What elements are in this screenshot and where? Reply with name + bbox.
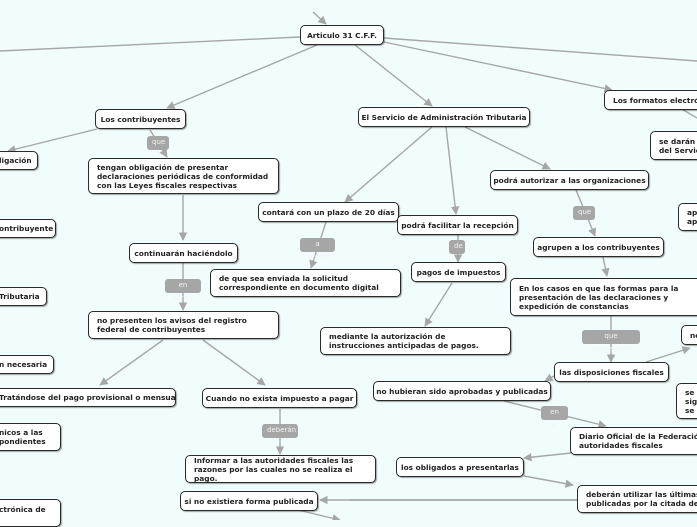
node-no-presenten[interactable]: no presenten los avisos del registro fed… bbox=[88, 311, 279, 339]
node-deberan-utilizar[interactable]: deberán utilizar las últimas f publicada… bbox=[577, 485, 697, 513]
node-text: n necesaria bbox=[0, 360, 48, 369]
node-text: de que sea enviada la solicitud correspo… bbox=[219, 274, 379, 292]
edge-root-left bbox=[0, 36, 301, 52]
node-text: Tributaria bbox=[0, 292, 40, 301]
node-en-los-casos[interactable]: En los casos en que las formas para la p… bbox=[510, 278, 697, 316]
node-text: no presenten los avisos del registro fed… bbox=[97, 316, 247, 334]
link-label-que[interactable]: que bbox=[147, 136, 169, 150]
edge-root-contribuyentes bbox=[166, 44, 318, 109]
node-tengan-obligacion[interactable]: tengan obligación de presentar declaraci… bbox=[88, 158, 279, 194]
node-podra-facilitar[interactable]: podrá facilitar la recepción bbox=[397, 215, 518, 235]
node-pagos-impuestos[interactable]: pagos de impuestos bbox=[411, 262, 506, 282]
node-tributaria-left[interactable]: Tributaria bbox=[0, 287, 47, 306]
node-text: continuarán haciéndolo bbox=[134, 248, 233, 258]
edge-obligados-deberan bbox=[523, 475, 574, 488]
link-label-a-partir[interactable]: a partir bbox=[300, 238, 335, 261]
node-informar[interactable]: Informar a las autoridades fiscales las … bbox=[185, 455, 376, 483]
link-label-en-tanto[interactable]: en tanto bbox=[165, 279, 201, 302]
node-los-contribuyentes[interactable]: Los contribuyentes bbox=[95, 109, 186, 129]
node-no-hubieran[interactable]: no hubieran sido aprobadas y publicadas bbox=[373, 381, 551, 401]
node-text: no hubieran sido aprobadas y publicadas bbox=[376, 386, 548, 396]
edge-root-formatos bbox=[383, 41, 613, 93]
node-text: nicos a las pondientes bbox=[0, 428, 46, 446]
node-text: ligación bbox=[0, 156, 32, 165]
node-no-right[interactable]: no bbox=[681, 325, 697, 345]
edge-root-sat bbox=[354, 44, 433, 107]
node-si-no-existiera[interactable]: si no existiera forma publicada bbox=[180, 491, 318, 511]
node-cuando-no-exista[interactable]: Cuando no exista impuesto a pagar bbox=[202, 388, 357, 408]
node-continuaran[interactable]: continuarán haciéndolo bbox=[129, 243, 238, 263]
node-electronica-de[interactable]: ctrónica de bbox=[0, 499, 61, 527]
node-text: pagos de impuestos bbox=[416, 267, 501, 277]
node-electronicos-left[interactable]: nicos a las pondientes bbox=[0, 423, 61, 451]
node-obligacion[interactable]: ligación bbox=[0, 151, 38, 170]
node-mediante[interactable]: mediante la autorización de instruccione… bbox=[320, 327, 511, 355]
link-label-en-el[interactable]: en el bbox=[541, 406, 568, 429]
node-text: Los contribuyentes bbox=[100, 114, 181, 124]
node-agrupen[interactable]: agrupen a los contribuyentes bbox=[533, 237, 664, 257]
node-text: podrá facilitar la recepción bbox=[401, 220, 514, 230]
edge-pagos-mediante bbox=[424, 282, 453, 327]
node-text: podrá autorizar a las organizaciones bbox=[493, 175, 646, 185]
node-text: ctrónica de bbox=[0, 505, 46, 514]
node-diario-oficial[interactable]: Diario Oficial de la Federación autorida… bbox=[570, 427, 697, 455]
node-necesaria[interactable]: n necesaria bbox=[0, 355, 54, 374]
link-label-deberan[interactable]: deberán bbox=[262, 424, 298, 438]
node-text: se t sig se t bbox=[685, 387, 697, 415]
link-label-de[interactable]: de bbox=[449, 240, 465, 254]
link-label-que-prevengan[interactable]: que prevengan bbox=[582, 330, 640, 353]
node-sat[interactable]: El Servicio de Administración Tributaria bbox=[358, 107, 530, 127]
edge-root-right bbox=[383, 37, 697, 62]
node-disposiciones-fiscales[interactable]: las disposiciones fiscales bbox=[554, 362, 669, 382]
edge-incoming-root bbox=[312, 11, 327, 25]
node-text: tengan obligación de presentar declaraci… bbox=[97, 162, 269, 190]
node-text: Diario Oficial de la Federación autorida… bbox=[579, 432, 697, 450]
node-formatos-electronicos[interactable]: Los formatos electrón bbox=[604, 90, 697, 110]
node-text: se darán a del Servici bbox=[659, 136, 697, 155]
edge-agrupen-enloscasos bbox=[601, 256, 610, 277]
node-se-daran[interactable]: se darán a del Servici bbox=[650, 131, 697, 160]
node-text: las disposiciones fiscales bbox=[559, 367, 664, 377]
edge-contribuyentes-obligacion bbox=[7, 128, 98, 154]
node-text: En los casos en que las formas para la p… bbox=[519, 283, 679, 311]
node-podra-autorizar[interactable]: podrá autorizar a las organizaciones bbox=[490, 170, 649, 190]
node-text: El Servicio de Administración Tributaria bbox=[361, 112, 527, 122]
edge-sino-down bbox=[297, 509, 341, 520]
edge-diario-obligados bbox=[523, 452, 572, 462]
node-text: si no existiera forma publicada bbox=[184, 496, 314, 506]
node-text: Tratándose del pago provisional o mensua… bbox=[0, 393, 176, 402]
node-tratandose[interactable]: Tratándose del pago provisional o mensua… bbox=[0, 388, 176, 407]
node-text: Los formatos electrón bbox=[613, 95, 697, 105]
node-de-que-sea-enviada[interactable]: de que sea enviada la solicitud correspo… bbox=[210, 269, 401, 297]
node-contara-plazo[interactable]: contará con un plazo de 20 días bbox=[258, 202, 399, 222]
node-articulo-31[interactable]: Articulo 31 C.F.F. bbox=[300, 25, 384, 45]
node-text: mediante la autorización de instruccione… bbox=[329, 332, 479, 350]
node-text: deberán utilizar las últimas f publicada… bbox=[586, 490, 697, 508]
node-text: agrupen a los contribuyentes bbox=[537, 242, 660, 252]
node-text: Informar a las autoridades fiscales las … bbox=[194, 455, 354, 483]
node-text: Articulo 31 C.F.F. bbox=[307, 30, 377, 40]
node-obligados[interactable]: los obligados a presentarlas bbox=[396, 457, 524, 477]
node-se-t[interactable]: se t sig se t bbox=[676, 383, 697, 419]
node-contribuyente-left[interactable]: ontribuyente bbox=[0, 219, 56, 238]
node-text: ontribuyente bbox=[0, 224, 54, 233]
node-text: los obligados a presentarlas bbox=[401, 462, 519, 472]
edge-sat-autorizar bbox=[464, 126, 551, 170]
node-text: Cuando no exista impuesto a pagar bbox=[205, 393, 354, 403]
edge-sat-contara bbox=[344, 126, 433, 203]
node-text: contará con un plazo de 20 días bbox=[262, 207, 395, 217]
edge-nopresenten-cuando bbox=[202, 339, 266, 386]
edge-nopresenten-tratandose bbox=[99, 339, 164, 386]
node-text: no bbox=[690, 330, 697, 340]
link-label-que[interactable]: que bbox=[573, 206, 595, 220]
edge-disposiciones-no bbox=[645, 346, 691, 363]
node-text: ap ap bbox=[687, 208, 697, 226]
edge-sat-facilitar bbox=[445, 126, 460, 215]
node-ap[interactable]: ap ap bbox=[678, 203, 697, 231]
